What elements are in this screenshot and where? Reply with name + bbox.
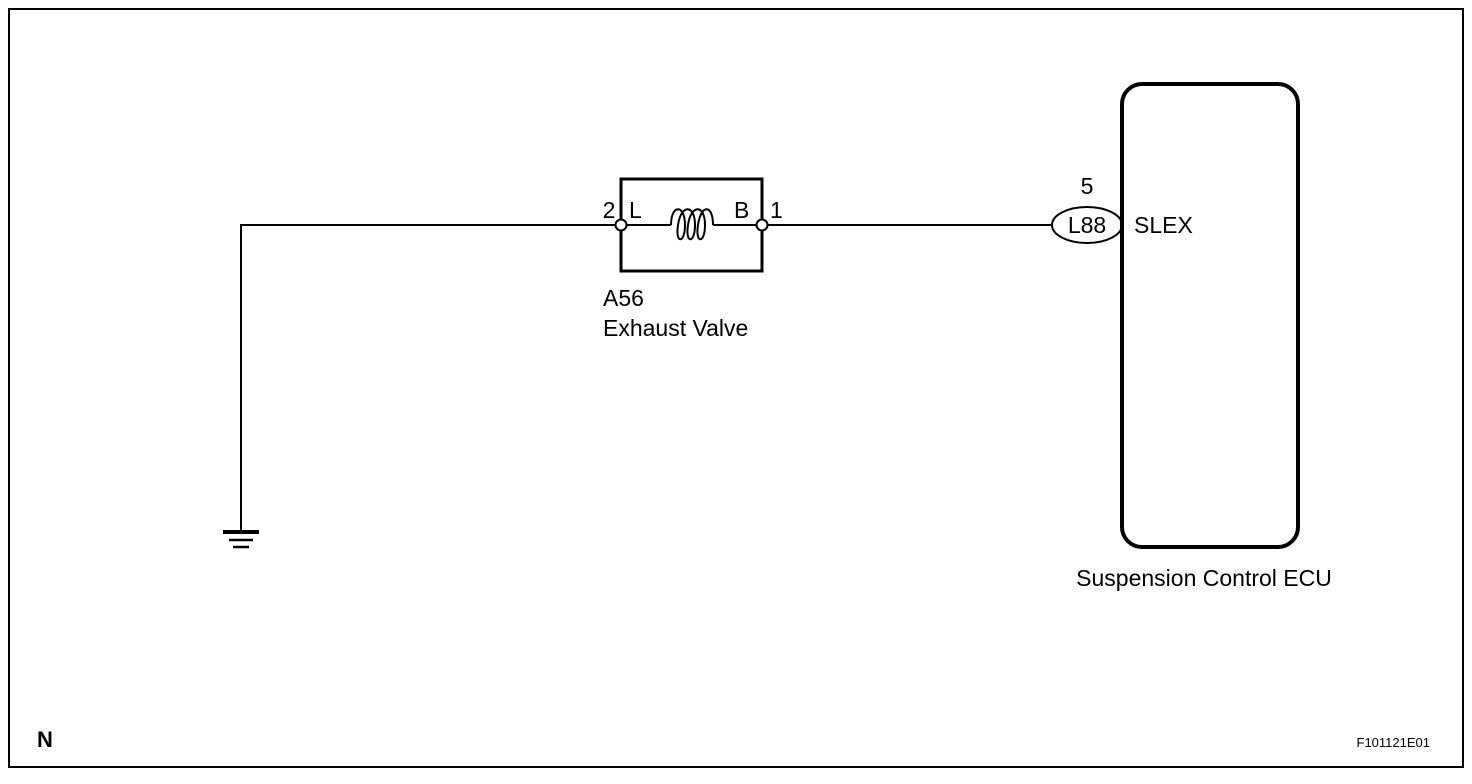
pin-right-number: 1	[770, 197, 783, 223]
pin-1-terminal	[755, 218, 769, 232]
corner-letter: N	[37, 727, 53, 752]
ecu-name: Suspension Control ECU	[1076, 565, 1332, 591]
ground-wire	[240, 224, 618, 534]
figure-id: F101121E01	[1357, 735, 1431, 750]
pin-right-label: B	[734, 197, 749, 223]
pin-left-label: L	[629, 197, 642, 223]
component-name: Exhaust Valve	[603, 315, 748, 341]
connector-code: L88	[1068, 212, 1106, 238]
ecu-terminal-label: SLEX	[1134, 212, 1193, 238]
pin-2-terminal	[614, 218, 628, 232]
component-code: A56	[603, 285, 644, 311]
ecu-pin-number: 5	[1081, 173, 1094, 199]
pin-left-number: 2	[603, 197, 616, 223]
diagram-frame	[8, 8, 1464, 768]
ground-icon	[223, 530, 259, 549]
solenoid-coil-icon	[670, 208, 714, 241]
ecu-box	[1120, 82, 1300, 549]
